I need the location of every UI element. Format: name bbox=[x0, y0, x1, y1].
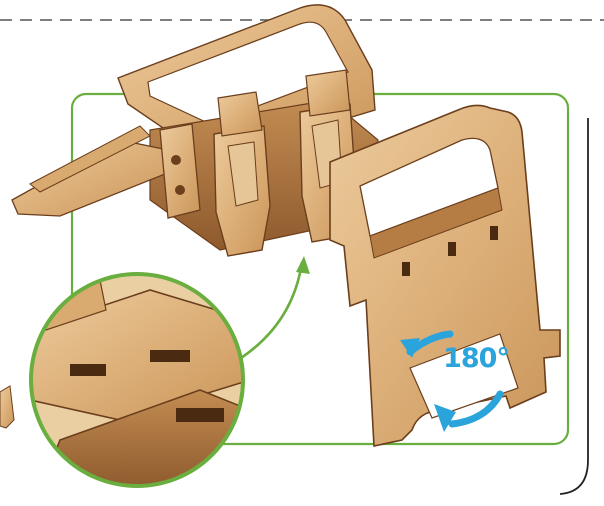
wooden-chassis bbox=[12, 5, 378, 256]
outer-frame-border bbox=[560, 118, 588, 494]
front-frame-piece bbox=[330, 105, 560, 446]
rotation-label: 180° bbox=[440, 330, 512, 386]
zoom-detail-circle bbox=[30, 270, 250, 490]
left-partial-piece bbox=[0, 386, 14, 428]
